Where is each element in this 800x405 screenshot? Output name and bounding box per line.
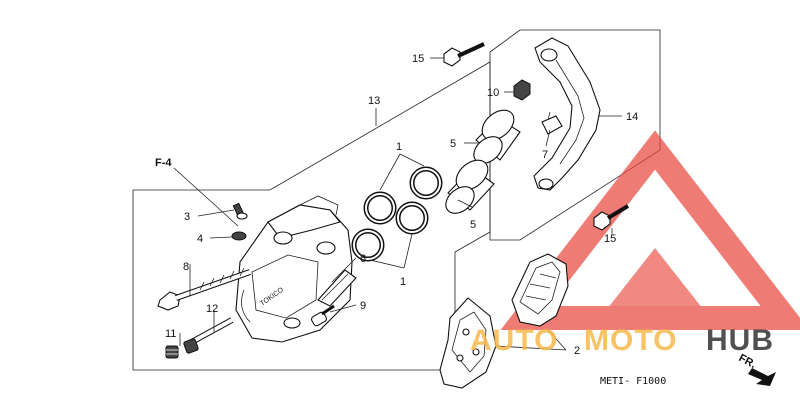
watermark-logo: AUTO MOTO HUB bbox=[470, 324, 774, 357]
watermark-text-auto: AUTO bbox=[470, 324, 558, 357]
brake-pad-inner bbox=[511, 253, 569, 327]
callout-14: 14 bbox=[626, 111, 638, 123]
diagram-code: METI- F1000 bbox=[600, 376, 666, 387]
pin-cap-2 bbox=[183, 338, 199, 354]
callout-5-upper: 5 bbox=[450, 138, 456, 150]
callout-2: 2 bbox=[574, 345, 580, 357]
pin-bolt bbox=[157, 267, 251, 311]
callout-8: 8 bbox=[183, 261, 189, 273]
watermark-triangle bbox=[500, 130, 800, 330]
pad-retainer bbox=[541, 111, 563, 135]
watermark-text-hub: HUB bbox=[706, 324, 774, 357]
callout-10: 10 bbox=[487, 87, 499, 99]
callout-1-upper: 1 bbox=[396, 141, 402, 153]
section-reference: F-4 bbox=[155, 157, 172, 169]
callout-7: 7 bbox=[542, 149, 548, 161]
callout-12: 12 bbox=[206, 303, 218, 315]
leader-lines bbox=[173, 57, 622, 351]
piston-seal-3 bbox=[351, 228, 385, 262]
brake-pad-outer bbox=[439, 297, 497, 389]
callout-4: 4 bbox=[197, 233, 203, 245]
callout-15-upper: 15 bbox=[412, 53, 424, 65]
bracket-bolt-upper bbox=[443, 42, 485, 67]
piston-seal-2 bbox=[409, 166, 443, 200]
bleeder-cap bbox=[231, 231, 247, 241]
callout-11: 11 bbox=[165, 328, 176, 340]
callout-6: 6 bbox=[360, 253, 366, 265]
pad-spring bbox=[317, 269, 357, 307]
callout-1-lower: 1 bbox=[400, 276, 406, 288]
front-direction-arrow: FR. bbox=[737, 352, 776, 386]
pin-cap bbox=[165, 345, 179, 359]
callout-15-lower: 15 bbox=[604, 233, 616, 245]
bracket-bolt-lower bbox=[593, 204, 630, 231]
piston-upper bbox=[473, 109, 521, 164]
piston-seal-1 bbox=[363, 191, 397, 225]
callout-5-lower: 5 bbox=[470, 219, 476, 231]
boot-pin bbox=[310, 304, 335, 327]
callout-9: 9 bbox=[360, 300, 366, 312]
caliper-group-outline bbox=[132, 61, 491, 371]
piston-lower bbox=[445, 159, 495, 214]
callout-3: 3 bbox=[184, 211, 190, 223]
bleeder-valve bbox=[232, 202, 248, 220]
callout-13: 13 bbox=[368, 95, 380, 107]
caliper-bracket bbox=[533, 37, 601, 191]
bracket-nut bbox=[513, 79, 531, 101]
watermark-text-moto: MOTO bbox=[584, 324, 677, 357]
caliper-body: TOKICO bbox=[235, 195, 353, 343]
piston-seal-4 bbox=[395, 201, 429, 235]
